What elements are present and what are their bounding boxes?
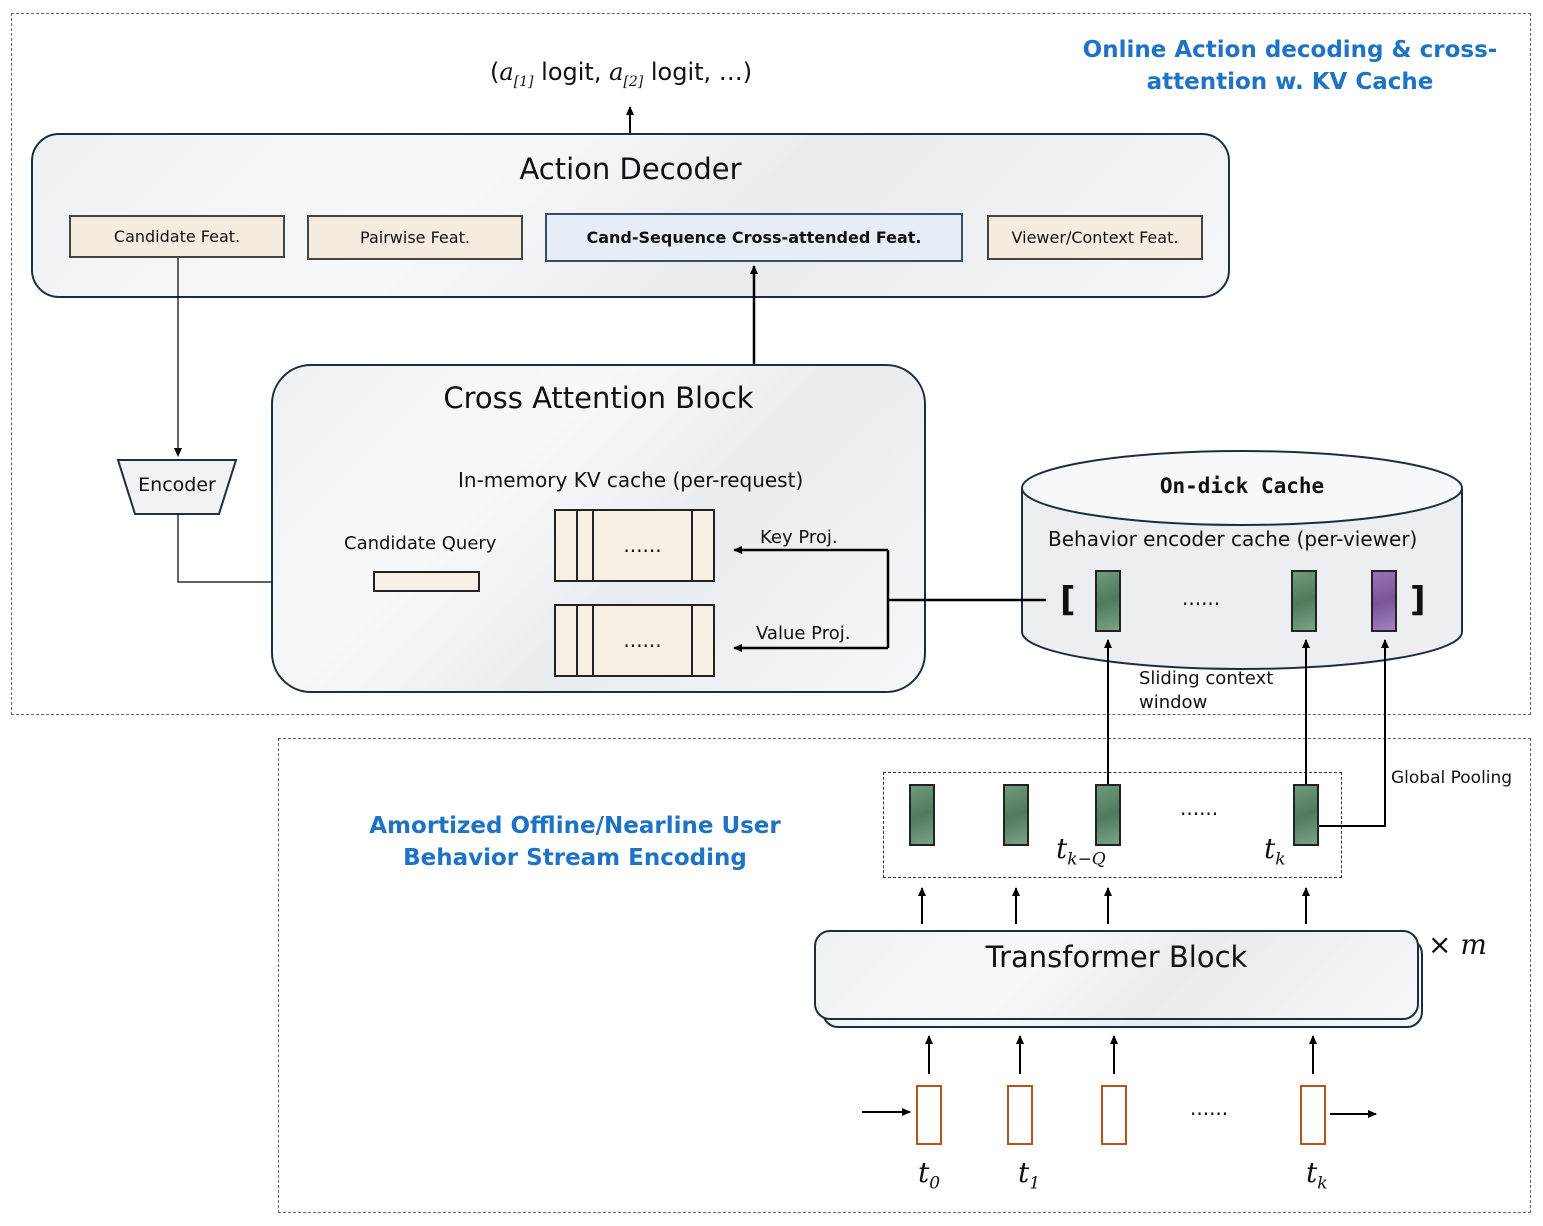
sliding-window-label: Sliding context window xyxy=(1139,668,1274,713)
embedding-1 xyxy=(1003,784,1029,846)
input-dots: ...... xyxy=(1190,1096,1229,1120)
cache-embedding-2 xyxy=(1291,570,1317,632)
value-proj-label: Value Proj. xyxy=(756,623,851,644)
key-cache-dots: ...... xyxy=(623,533,662,557)
label-t1: t1 xyxy=(1018,1156,1041,1194)
online-region-title: Online Action decoding & cross- attentio… xyxy=(1082,37,1498,95)
cross-attended-feat-box: Cand-Sequence Cross-attended Feat. xyxy=(545,213,963,262)
input-token-k xyxy=(1300,1085,1326,1145)
online-region xyxy=(11,13,1531,715)
cross-attention-title: Cross Attention Block xyxy=(443,381,754,415)
offline-region xyxy=(278,738,1531,1213)
encoder-label: Encoder xyxy=(138,474,216,496)
disk-cache-title: On-dick Cache xyxy=(1159,474,1325,498)
action-decoder-title: Action Decoder xyxy=(519,152,742,186)
cache-dots: ...... xyxy=(1182,586,1221,610)
global-pooling-label: Global Pooling xyxy=(1391,768,1513,788)
pairwise-feat-box: Pairwise Feat. xyxy=(307,215,523,260)
embedding-kq xyxy=(1095,784,1121,846)
embedding-0 xyxy=(909,784,935,846)
candidate-query-box xyxy=(373,571,480,592)
cache-embedding-1 xyxy=(1095,570,1121,632)
input-token-2 xyxy=(1101,1085,1127,1145)
transformer-block xyxy=(814,930,1419,1020)
value-cache: ...... xyxy=(554,604,715,677)
label-t-kq: tk−Q xyxy=(1056,832,1106,870)
disk-cache-close-bracket: ] xyxy=(1410,580,1426,620)
candidate-feat-box: Candidate Feat. xyxy=(69,215,285,258)
transformer-repeat: × m xyxy=(1428,928,1487,961)
transformer-block-title: Transformer Block xyxy=(985,940,1248,974)
viewer-context-feat-box: Viewer/Context Feat. xyxy=(987,215,1203,260)
label-t0: t0 xyxy=(918,1156,941,1194)
disk-cache-subtitle: Behavior encoder cache (per-viewer) xyxy=(1048,527,1418,551)
input-token-1 xyxy=(1007,1085,1033,1145)
input-token-0 xyxy=(916,1085,942,1145)
embedding-k xyxy=(1293,784,1319,846)
value-cache-dots: ...... xyxy=(623,628,662,652)
key-proj-label: Key Proj. xyxy=(760,527,838,548)
output-logits: (a[1] logit, a[2] logit, …) xyxy=(490,58,753,90)
encoder-shape xyxy=(116,459,238,515)
embedding-dots: ...... xyxy=(1180,796,1219,820)
disk-cache-open-bracket: [ xyxy=(1060,580,1076,620)
label-t-k-emb: tk xyxy=(1264,832,1286,870)
candidate-query-label: Candidate Query xyxy=(344,533,497,554)
kv-cache-label: In-memory KV cache (per-request) xyxy=(458,468,804,492)
offline-region-title: Amortized Offline/Nearline User Behavior… xyxy=(369,813,781,871)
label-tk: tk xyxy=(1306,1156,1328,1194)
key-cache: ...... xyxy=(554,509,715,582)
cache-embedding-pooled xyxy=(1371,570,1397,632)
